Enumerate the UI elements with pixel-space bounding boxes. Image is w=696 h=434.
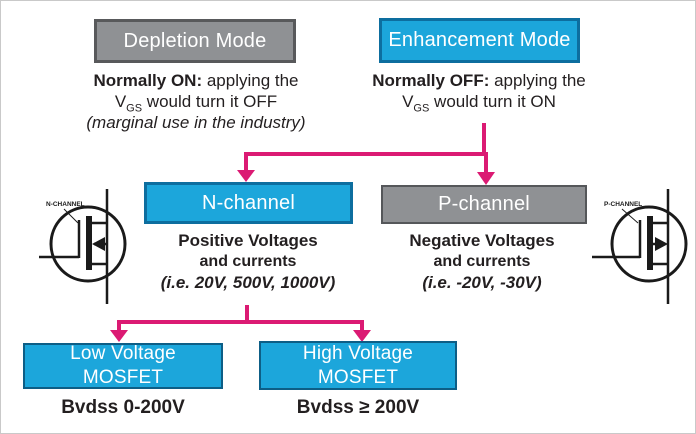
n-channel-desc-line1: Positive Voltages	[178, 231, 318, 250]
high-voltage-label-line2: MOSFET	[317, 366, 399, 388]
low-voltage-label-line2: MOSFET	[82, 367, 164, 388]
enhancement-description: Normally OFF: applying the VGS would tur…	[352, 70, 606, 115]
n-channel-description: Positive Voltages and currents (i.e. 20V…	[121, 230, 375, 293]
p-channel-label: P-channel	[438, 193, 530, 215]
low-voltage-mosfet-box: Low Voltage MOSFET	[23, 343, 223, 389]
depletion-desc-line1: Normally ON: applying the	[93, 71, 299, 90]
high-voltage-caption: Bvdss ≥ 200V	[296, 397, 420, 418]
n-channel-symbol-label: N-CHANNEL	[46, 201, 85, 208]
p-channel-desc-line2: and currents	[433, 253, 531, 270]
n-channel-box: N-channel	[144, 182, 353, 224]
n-channel-label: N-channel	[202, 191, 295, 214]
depletion-desc-line2: VGS would turn it OFF	[114, 92, 278, 115]
high-voltage-mosfet-box: High Voltage MOSFET	[259, 341, 457, 390]
enhancement-mode-box: Enhancement Mode	[379, 18, 580, 63]
p-channel-description: Negative Voltages and currents (i.e. -20…	[355, 230, 609, 293]
depletion-mode-box: Depletion Mode	[94, 19, 296, 63]
depletion-description: Normally ON: applying the VGS would turn…	[69, 70, 323, 133]
enhancement-mode-label: Enhancement Mode	[388, 29, 571, 51]
p-channel-desc-line3: (i.e. -20V, -30V)	[422, 273, 542, 292]
p-channel-box: P-channel	[381, 185, 587, 224]
enhancement-desc-line2: VGS would turn it ON	[402, 92, 556, 115]
p-channel-desc-line1: Negative Voltages	[409, 231, 555, 250]
low-voltage-caption: Bvdss 0-200V	[61, 397, 185, 418]
n-channel-desc-line3: (i.e. 20V, 500V, 1000V)	[160, 273, 336, 292]
high-voltage-label-line1: High Voltage	[302, 342, 414, 364]
depletion-desc-note: (marginal use in the industry)	[86, 113, 306, 132]
p-channel-symbol-label: P-CHANNEL	[604, 201, 642, 208]
low-voltage-label-line1: Low Voltage	[70, 343, 176, 364]
bottom-connector	[110, 305, 371, 342]
enhancement-desc-line1: Normally OFF: applying the	[372, 71, 586, 90]
n-channel-desc-line2: and currents	[199, 253, 297, 270]
depletion-mode-label: Depletion Mode	[123, 29, 267, 52]
